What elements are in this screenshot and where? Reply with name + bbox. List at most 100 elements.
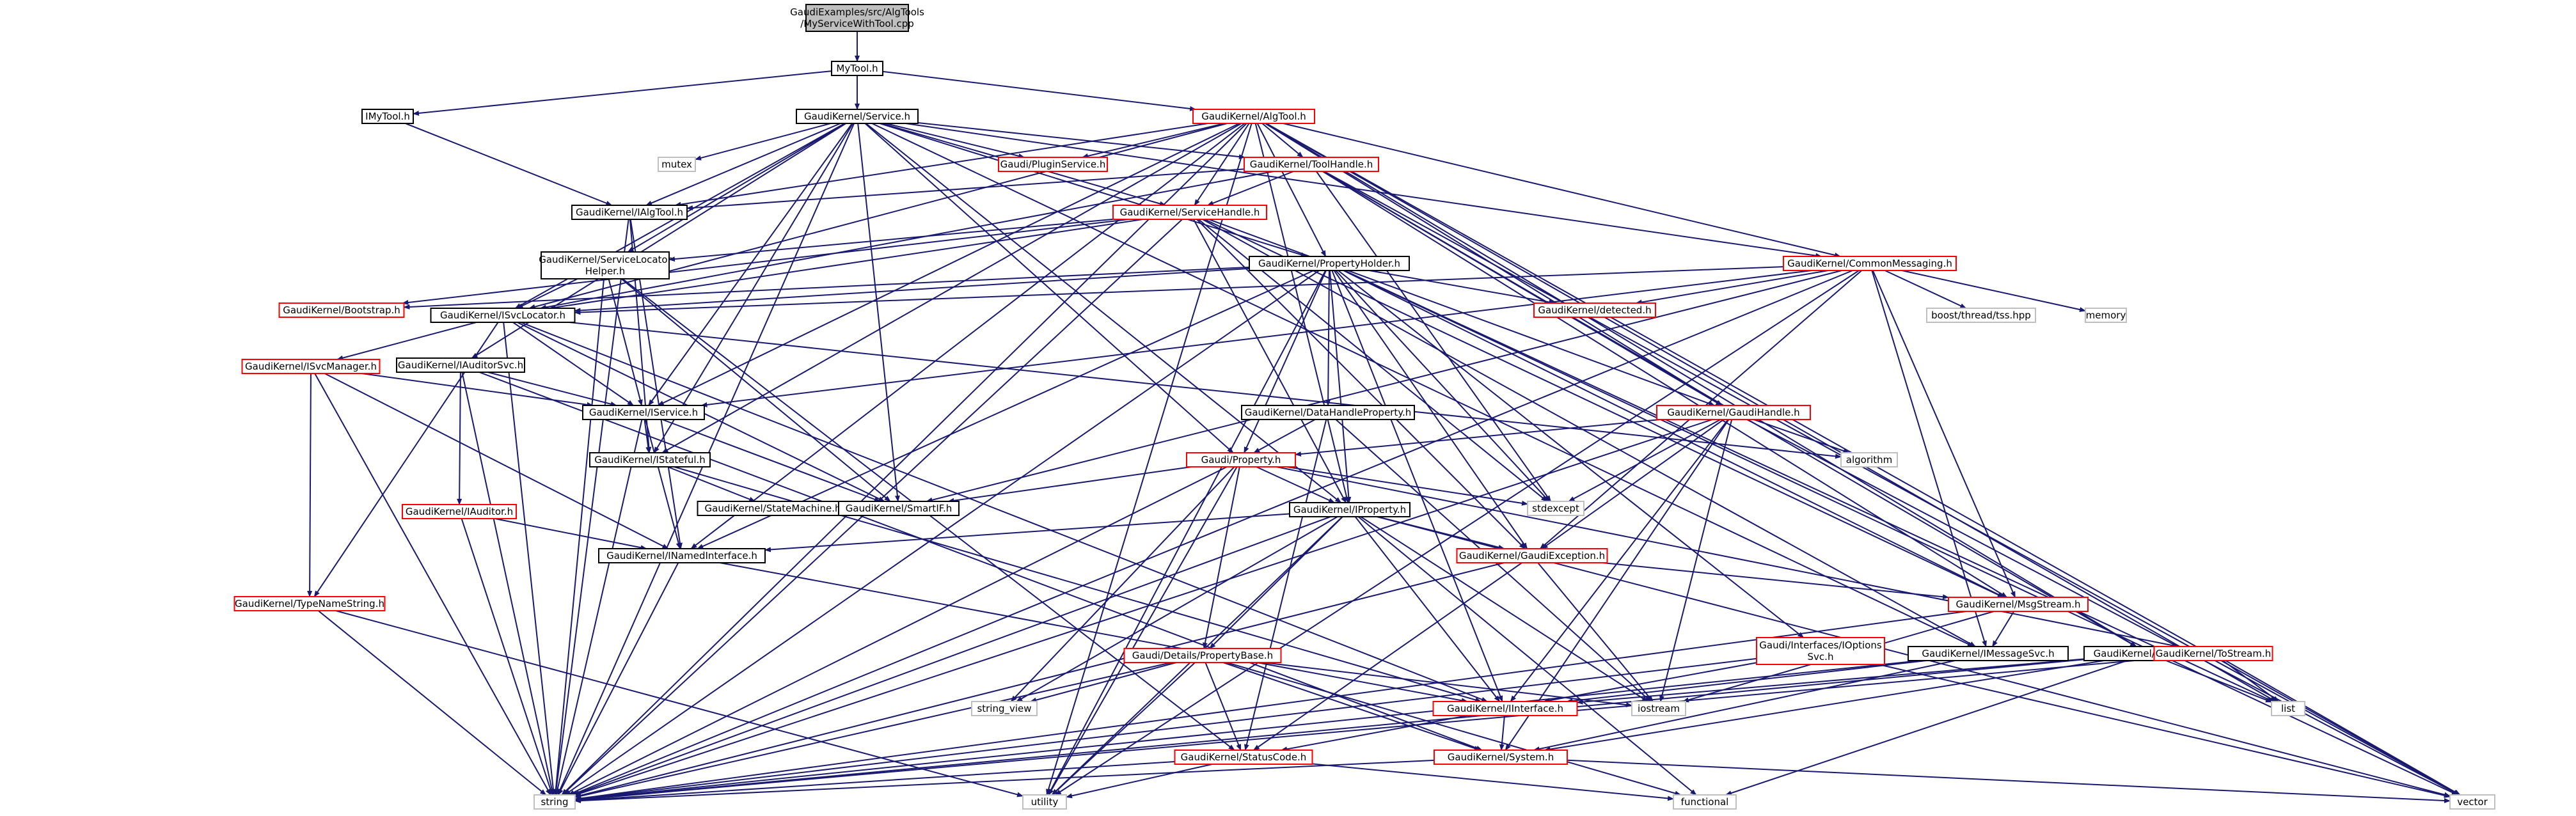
node-commonmessaging[interactable]: GaudiKernel/CommonMessaging.h: [1783, 256, 1957, 271]
edge-propertyholder-to-list: [1344, 270, 2274, 702]
node-propertyholder[interactable]: GaudiKernel/PropertyHolder.h: [1249, 256, 1410, 271]
edge-toolhandle-to-vector: [1324, 171, 2460, 796]
node-label: GaudiKernel/detected.h: [1538, 304, 1651, 316]
edge-toolhandle-to-stdexcept: [1315, 171, 1552, 502]
edge-propertybase-to-functional: [1226, 662, 1682, 796]
node-utility: utility: [1022, 794, 1067, 810]
node-box: [998, 157, 1108, 172]
node-statemachine[interactable]: GaudiKernel/StateMachine.h: [697, 501, 849, 516]
edge-gaudihandle-to-vector: [1746, 419, 2460, 796]
edge-tostream-to-string: [574, 658, 2154, 803]
node-servicehandle[interactable]: GaudiKernel/ServiceHandle.h: [1112, 205, 1267, 220]
edge-algtool-to-servicehandle: [1194, 123, 1250, 206]
node-label: vector: [2457, 796, 2488, 808]
node-iservice[interactable]: GaudiKernel/IService.h: [582, 405, 705, 420]
node-box: [2449, 794, 2495, 810]
node-gaudiexception[interactable]: GaudiKernel/GaudiException.h: [1456, 548, 1608, 563]
node-imessagesvc[interactable]: GaudiKernel/IMessageSvc.h: [1908, 646, 2069, 661]
node-typenamestring[interactable]: GaudiKernel/TypeNameString.h: [233, 596, 386, 611]
node-label: Gaudi/Details/PropertyBase.h: [1132, 650, 1273, 661]
node-box: [2271, 701, 2305, 716]
node-property[interactable]: Gaudi/Property.h: [1186, 452, 1296, 467]
node-toolhandle[interactable]: GaudiKernel/ToolHandle.h: [1244, 157, 1379, 172]
edge-property-to-tostream: [1276, 466, 2179, 648]
node-isvcmanager[interactable]: GaudiKernel/ISvcManager.h: [241, 359, 381, 374]
edge-tostream-to-vector: [2225, 660, 2461, 796]
edge-service-to-iproperty: [865, 123, 1342, 503]
node-tostream[interactable]: GaudiKernel/ToStream.h: [2153, 646, 2273, 661]
node-box: [361, 109, 414, 124]
edge-commonmessaging-to-detected: [1635, 270, 1829, 305]
node-service[interactable]: GaudiKernel/Service.h: [796, 109, 919, 124]
edge-imytool-to-ialgtool: [405, 123, 613, 206]
node-pluginservice[interactable]: Gaudi/PluginService.h: [998, 157, 1108, 172]
node-imytool[interactable]: IMyTool.h: [361, 109, 414, 124]
node-propertybase[interactable]: Gaudi/Details/PropertyBase.h: [1123, 648, 1282, 663]
node-label: GaudiKernel/AlgTool.h: [1201, 111, 1306, 122]
edge-inamedinterface-to-string: [557, 562, 679, 796]
node-iauditorsvc[interactable]: GaudiKernel/IAuditorSvc.h: [396, 357, 525, 373]
edge-algtool-to-string: [561, 123, 1247, 796]
node-ialgtool[interactable]: GaudiKernel/IAlgTool.h: [571, 205, 688, 220]
node-mytool[interactable]: MyTool.h: [831, 61, 883, 76]
node-bootstrap[interactable]: GaudiKernel/Bootstrap.h: [278, 302, 405, 318]
node-string: string: [533, 794, 576, 810]
edge-service-to-smartif: [857, 123, 900, 502]
node-label: GaudiKernel/IAuditorSvc.h: [398, 359, 523, 371]
edge-itoolsvc-to-system: [1544, 660, 2105, 752]
node-system[interactable]: GaudiKernel/System.h: [1434, 749, 1568, 765]
node-box: [430, 308, 576, 323]
edge-iservice-to-istateful: [644, 419, 651, 453]
edge-gaudihandle-to-gaudiexception: [1541, 419, 1725, 549]
node-iinterface[interactable]: GaudiKernel/IInterface.h: [1432, 701, 1578, 716]
node-box: [1249, 256, 1410, 271]
edge-commonmessaging-to-smartif: [926, 270, 1842, 503]
node-gaudihandle[interactable]: GaudiKernel/GaudiHandle.h: [1656, 405, 1811, 420]
node-iauditor[interactable]: GaudiKernel/IAuditor.h: [402, 504, 517, 519]
node-box: [1244, 157, 1379, 172]
node-label: GaudiKernel/CommonMessaging.h: [1787, 258, 1952, 269]
edge-isvcmanager-to-string: [314, 373, 551, 796]
edge-servicehandle-to-gaudiexception: [1196, 219, 1526, 549]
node-inamedinterface[interactable]: GaudiKernel/INamedInterface.h: [598, 548, 766, 563]
node-label: GaudiKernel/IMessageSvc.h: [1922, 648, 2054, 659]
edge-itoolsvc-to-functional: [1725, 660, 2128, 796]
node-algtool[interactable]: GaudiKernel/AlgTool.h: [1192, 109, 1315, 124]
node-box: [589, 452, 711, 467]
node-detected[interactable]: GaudiKernel/detected.h: [1533, 302, 1656, 318]
edge-service-to-iservice: [648, 123, 853, 406]
node-label: GaudiKernel/ToStream.h: [2156, 648, 2272, 659]
node-datahandleproperty[interactable]: GaudiKernel/DataHandleProperty.h: [1241, 405, 1415, 420]
node-statuscode[interactable]: GaudiKernel/StatusCode.h: [1174, 749, 1313, 765]
node-label: Svc.h: [1808, 651, 1834, 663]
node-msgstream[interactable]: GaudiKernel/MsgStream.h: [1948, 597, 2089, 612]
edge-propertyholder-to-stdexcept: [1335, 270, 1550, 502]
edge-propertybase-to-statuscode: [1205, 662, 1242, 751]
edge-isvclocator-to-algorithm: [569, 322, 1842, 459]
edge-statuscode-to-string: [574, 760, 1175, 803]
edge-datahandleproperty-to-property: [1253, 419, 1316, 453]
node-iproperty[interactable]: GaudiKernel/IProperty.h: [1289, 502, 1410, 517]
node-root[interactable]: GaudiExamples/src/AlgTools/MyServiceWith…: [790, 4, 924, 32]
edge-property-to-string: [568, 466, 1228, 796]
node-label: GaudiKernel/MsgStream.h: [1956, 599, 2080, 610]
node-label: Helper.h: [585, 265, 626, 277]
node-box: [396, 357, 525, 373]
edge-algtool-to-itoolsvc: [1265, 123, 2137, 647]
node-isvclocator[interactable]: GaudiKernel/ISvcLocator.h: [430, 308, 576, 323]
edge-servicelocator-to-isvclocator: [516, 278, 578, 309]
node-smartif[interactable]: GaudiKernel/SmartIF.h: [838, 501, 960, 516]
node-label: GaudiKernel/StateMachine.h: [705, 503, 841, 514]
edge-ialgtool-to-string: [553, 219, 629, 796]
edge-iproperty-to-string_view: [1016, 516, 1338, 702]
edge-gaudiexception-to-string: [574, 562, 1505, 798]
node-label: list: [2281, 703, 2295, 714]
edge-servicehandle-to-isvclocator: [549, 219, 1143, 310]
node-box: [1926, 308, 2036, 323]
edge-propertybase-to-iostream: [1263, 662, 1632, 708]
edge-service-to-istateful: [653, 123, 854, 453]
edge-gaudihandle-to-property: [1295, 419, 1661, 457]
node-istateful[interactable]: GaudiKernel/IStateful.h: [589, 452, 711, 467]
